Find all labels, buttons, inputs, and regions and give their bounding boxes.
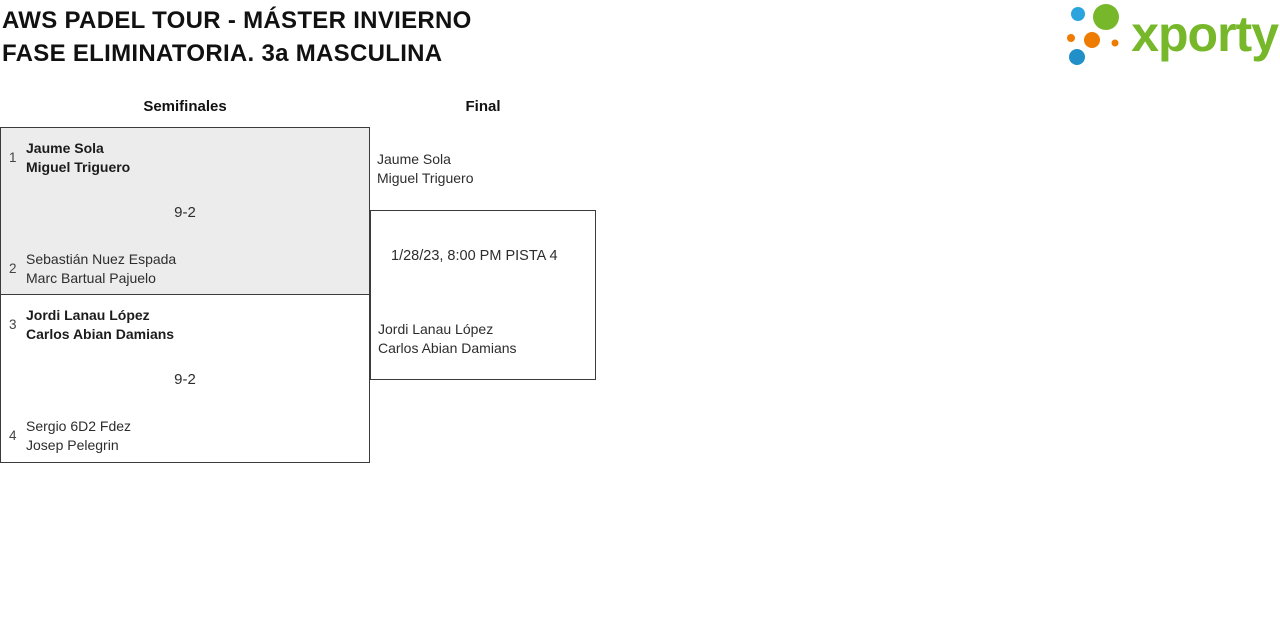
match-semifinal-1[interactable]: 1 Jaume Sola Miguel Triguero 9-2 2 Sebas… xyxy=(1,128,369,295)
seed-number-3: 3 xyxy=(9,317,17,332)
player-name-line: Jordi Lanau López xyxy=(378,321,494,337)
player-name-line: Jaume Sola xyxy=(377,151,451,167)
final-team-top: Jaume Sola Miguel Triguero xyxy=(377,150,474,188)
match-score-semifinal-2: 9-2 xyxy=(174,371,196,388)
player-name-line: Carlos Abian Damians xyxy=(378,340,517,356)
player-name-line: Josep Pelegrin xyxy=(26,437,119,453)
seed-number-1: 1 xyxy=(9,150,17,165)
seed-number-4: 4 xyxy=(9,428,17,443)
team-semifinal2-top: Jordi Lanau López Carlos Abian Damians xyxy=(26,306,174,344)
tournament-title: AWS PADEL TOUR - MÁSTER INVIERNO xyxy=(2,7,472,34)
player-name-line: Jordi Lanau López xyxy=(26,307,150,323)
player-name-line: Jaume Sola xyxy=(26,140,104,156)
player-name-line: Sergio 6D2 Fdez xyxy=(26,418,132,434)
team-semifinal2-bottom: Sergio 6D2 Fdez Josep Pelegrin xyxy=(26,417,131,455)
player-name-line: Miguel Triguero xyxy=(26,159,131,175)
round-header-semifinales: Semifinales xyxy=(143,98,227,115)
semifinals-column: 1 Jaume Sola Miguel Triguero 9-2 2 Sebas… xyxy=(0,127,370,463)
team-semifinal1-top: Jaume Sola Miguel Triguero xyxy=(26,139,130,177)
match-score-semifinal-1: 9-2 xyxy=(174,204,196,221)
xporty-dots-icon xyxy=(1067,4,1120,65)
final-team-bottom: Jordi Lanau López Carlos Abian Damians xyxy=(378,320,517,358)
player-name-line: Carlos Abian Damians xyxy=(26,326,175,342)
team-semifinal1-bottom: Sebastián Nuez Espada Marc Bartual Pajue… xyxy=(26,250,176,288)
match-semifinal-2[interactable]: 3 Jordi Lanau López Carlos Abian Damians… xyxy=(1,295,369,462)
final-match-info: 1/28/23, 8:00 PM PISTA 4 xyxy=(391,248,558,264)
match-final[interactable]: 1/28/23, 8:00 PM PISTA 4 Jordi Lanau Lóp… xyxy=(370,210,596,380)
player-name-line: Miguel Triguero xyxy=(377,170,474,186)
round-header-final: Final xyxy=(465,98,501,115)
xporty-logo-text: xporty xyxy=(1131,6,1279,62)
tournament-subtitle: FASE ELIMINATORIA. 3a MASCULINA xyxy=(2,40,443,67)
seed-number-2: 2 xyxy=(9,261,17,276)
xporty-logo[interactable]: xporty xyxy=(1065,3,1279,65)
player-name-line: Marc Bartual Pajuelo xyxy=(26,270,156,286)
tournament-title-block: AWS PADEL TOUR - MÁSTER INVIERNO FASE EL… xyxy=(2,4,472,70)
player-name-line: Sebastián Nuez Espada xyxy=(26,251,177,267)
